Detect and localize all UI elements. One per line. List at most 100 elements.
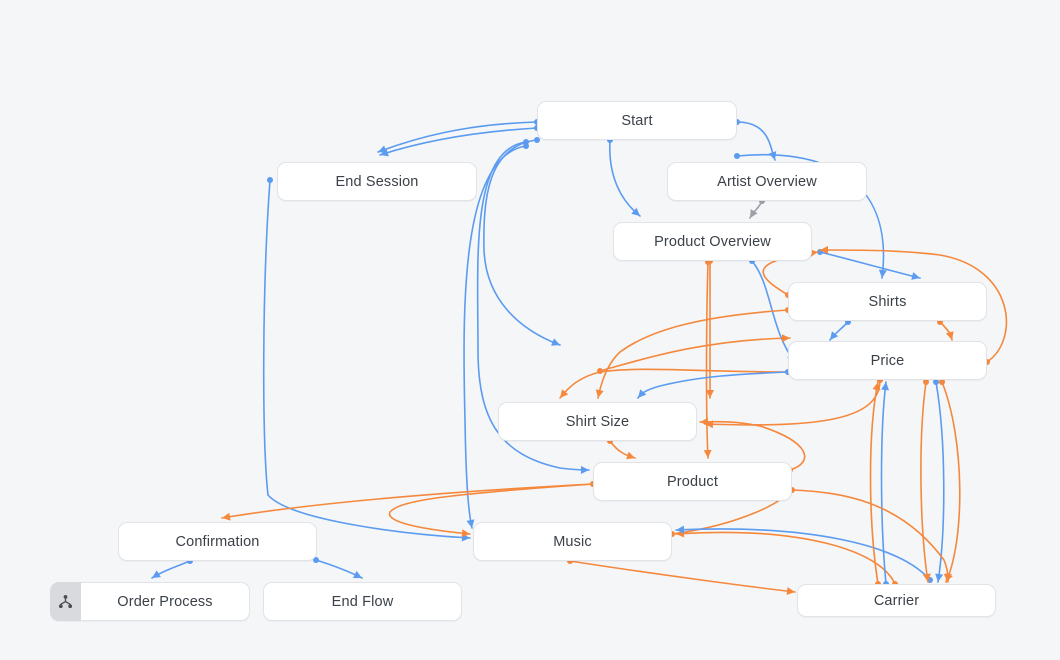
edge-arrowhead — [560, 389, 569, 398]
edge-source-dot — [523, 139, 529, 145]
edge — [599, 337, 791, 372]
edge-source-dot — [597, 368, 603, 374]
node-shirts[interactable]: Shirts — [788, 282, 987, 321]
edge — [377, 121, 538, 153]
edge — [379, 127, 538, 156]
edge-arrowhead — [631, 207, 640, 216]
edge-arrowhead — [700, 417, 709, 426]
edge-arrowhead — [878, 269, 887, 278]
edge-arrowhead — [786, 587, 795, 596]
node-label: Music — [553, 533, 592, 550]
node-label: Start — [621, 112, 653, 129]
edge — [935, 381, 945, 583]
edge — [597, 309, 789, 399]
node-label: Carrier — [873, 592, 920, 609]
edge-source-dot — [734, 153, 740, 159]
edge-arrowhead — [706, 390, 714, 398]
edge-arrowhead — [551, 338, 560, 346]
edge-arrowhead — [768, 151, 777, 160]
edge-arrowhead — [626, 451, 635, 460]
edge-arrowhead — [945, 573, 953, 582]
edge-arrowhead — [152, 570, 161, 578]
edge — [483, 139, 561, 346]
edge-source-dot — [534, 137, 540, 143]
edge — [829, 321, 849, 341]
node-label: End Flow — [331, 593, 394, 610]
edge — [675, 531, 896, 585]
node-order-process[interactable]: Order Process — [50, 582, 250, 621]
node-price[interactable]: Price — [788, 341, 987, 380]
edge — [736, 121, 776, 161]
edge — [939, 321, 953, 341]
edge — [315, 559, 363, 579]
node-music[interactable]: Music — [473, 522, 672, 561]
edge-arrowhead — [781, 334, 790, 343]
edge-arrowhead — [638, 389, 647, 398]
edge-arrowhead — [461, 529, 470, 538]
edge-arrowhead — [820, 246, 829, 255]
edge-arrowhead — [461, 533, 470, 542]
edge — [705, 261, 709, 459]
edge-arrowhead — [750, 209, 758, 218]
node-label: Price — [870, 352, 905, 369]
edge — [704, 379, 881, 426]
edge-arrowhead — [703, 449, 712, 458]
node-label: Order Process — [117, 593, 213, 610]
edge — [675, 528, 931, 581]
edge-arrowhead — [705, 420, 714, 429]
edge-arrowhead — [943, 573, 952, 582]
node-label: Shirt Size — [565, 413, 630, 430]
node-label: Shirts — [868, 293, 907, 310]
edge — [463, 145, 527, 529]
edge-arrowhead — [580, 465, 589, 474]
node-end-session[interactable]: End Session — [277, 162, 477, 201]
node-label: End Session — [335, 173, 419, 190]
edge-source-dot — [523, 143, 529, 149]
node-label: Product — [666, 473, 719, 490]
edge — [941, 381, 961, 583]
edge — [221, 483, 594, 519]
edge-arrowhead — [222, 512, 231, 521]
edge-source-dot — [267, 177, 273, 183]
edge — [749, 200, 763, 219]
edge — [609, 440, 636, 459]
node-label: Product Overview — [654, 233, 771, 250]
edge — [262, 179, 471, 539]
edge-arrowhead — [676, 525, 685, 534]
edge-arrowhead — [881, 382, 890, 391]
node-start[interactable]: Start — [537, 101, 737, 140]
node-product-overview[interactable]: Product Overview — [613, 222, 812, 261]
edge — [569, 560, 796, 593]
node-product[interactable]: Product — [593, 462, 792, 501]
node-shirt-size[interactable]: Shirt Size — [498, 402, 697, 441]
node-confirmation[interactable]: Confirmation — [118, 522, 317, 561]
edge — [637, 371, 789, 399]
edge-arrowhead — [595, 389, 604, 398]
edge — [880, 381, 887, 585]
edge-arrowhead — [380, 148, 389, 157]
edge — [151, 560, 191, 579]
node-artist-overview[interactable]: Artist Overview — [667, 162, 867, 201]
edge-arrowhead — [872, 382, 881, 391]
edge-arrowhead — [378, 145, 387, 153]
edge — [559, 368, 789, 399]
edge — [791, 489, 949, 583]
node-carrier[interactable]: Carrier — [797, 584, 996, 617]
node-end-flow[interactable]: End Flow — [263, 582, 462, 621]
edge — [609, 139, 641, 217]
node-label: Confirmation — [175, 533, 260, 550]
node-label: Artist Overview — [717, 173, 817, 190]
edge — [920, 381, 929, 583]
edge-arrowhead — [911, 272, 920, 280]
edge-arrowhead — [945, 331, 954, 340]
hierarchy-icon — [50, 582, 81, 621]
edge-arrowhead — [935, 573, 944, 582]
edge — [869, 381, 879, 585]
edge-source-dot — [817, 249, 823, 255]
edge-arrowhead — [676, 529, 685, 538]
edge-arrowhead — [353, 570, 362, 579]
edge-source-dot — [927, 577, 933, 583]
edge-arrowhead — [922, 573, 931, 582]
